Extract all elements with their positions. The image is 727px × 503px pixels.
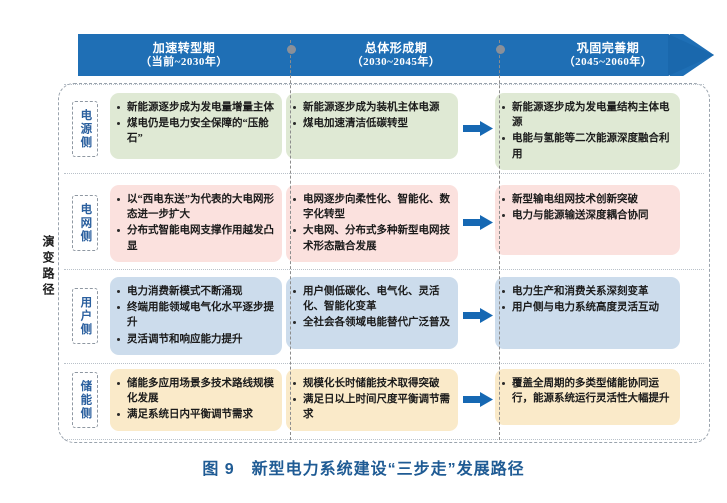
bullet-item: 用户侧低碳化、电气化、灵活化、智能化变革	[292, 284, 450, 314]
figure-caption: 图 9 新型电力系统建设“三步走”发展路径	[202, 461, 525, 478]
bullet-item: 灵活调节和响应能力提升	[116, 332, 274, 347]
matrix-row-1: 电源侧新能源逐步成为发电量增量主体煤电仍是电力安全保障的“压舱石”新能源逐步成为…	[58, 89, 710, 170]
bullet-item: 覆盖全周期的多类型储能协同运行，能源系统运行灵活性大幅提升	[501, 376, 672, 406]
cell-card-r4-c1: 储能多应用场景多技术路线规模化发展满足系统日内平衡调节需求	[110, 369, 282, 431]
bullet-item: 新能源逐步成为发电量结构主体电源	[501, 100, 672, 130]
bullet-item: 储能多应用场景多技术路线规模化发展	[116, 376, 274, 406]
bullet-item: 满足系统日内平衡调节需求	[116, 407, 274, 422]
phase-range: （2030~2045年）	[351, 55, 441, 68]
bullet-item: 用户侧与电力系统高度灵活互动	[501, 300, 672, 315]
matrix-row-4: 储能侧储能多应用场景多技术路线规模化发展满足系统日内平衡调节需求规模化长时储能技…	[58, 365, 710, 435]
cell-bullet-list: 新能源逐步成为发电量结构主体电源电能与氢能等二次能源深度融合利用	[501, 100, 672, 162]
row-separator-4	[64, 439, 704, 440]
cell-card-r1-c3: 新能源逐步成为发电量结构主体电源电能与氢能等二次能源深度融合利用	[495, 93, 680, 170]
side-label-4: 储能侧	[72, 372, 98, 428]
bullet-item: 大电网、分布式多种新型电网技术形态融合发展	[292, 223, 450, 253]
side-label-1: 电源侧	[72, 101, 98, 157]
bullet-item: 电能与氢能等二次能源深度融合利用	[501, 131, 672, 161]
cell-card-r3-c3: 电力生产和消费关系深刻变革用户侧与电力系统高度灵活互动	[495, 277, 680, 349]
cell-card-r1-c2: 新能源逐步成为装机主体电源煤电加速清洁低碳转型	[286, 93, 458, 159]
timeline-banner: 加速转型期（当前~2030年）总体形成期（2030~2045年）巩固完善期（20…	[78, 34, 714, 76]
bullet-item: 全社会各领域电能替代广泛普及	[292, 315, 450, 330]
arrow-right-icon	[463, 392, 493, 407]
bullet-item: 新能源逐步成为发电量增量主体	[116, 100, 274, 115]
bullet-item: 规模化长时储能技术取得突破	[292, 376, 450, 391]
cell-bullet-list: 新型输电组网技术创新突破电力与能源输送深度耦合协同	[501, 192, 672, 223]
bullet-item: 煤电加速清洁低碳转型	[292, 116, 450, 131]
arrow-right-icon	[463, 121, 493, 136]
arrow-right-icon	[463, 215, 493, 230]
bullet-item: 以“西电东送”为代表的大电网形态进一步扩大	[116, 192, 274, 222]
matrix-row-3: 用户侧电力消费新模式不断涌现终端用能领域电气化水平逐步提升灵活调节和响应能力提升…	[58, 273, 710, 359]
cell-card-r3-c1: 电力消费新模式不断涌现终端用能领域电气化水平逐步提升灵活调节和响应能力提升	[110, 277, 282, 355]
banner-arrow-shape	[78, 34, 714, 76]
cell-bullet-list: 储能多应用场景多技术路线规模化发展满足系统日内平衡调节需求	[116, 376, 274, 423]
cell-card-r4-c2: 规模化长时储能技术取得突破满足日以上时间尺度平衡调节需求	[286, 369, 458, 431]
row-separator-1	[64, 173, 704, 174]
phase-label-1: 加速转型期（当前~2030年）	[78, 34, 290, 76]
cell-bullet-list: 电力生产和消费关系深刻变革用户侧与电力系统高度灵活互动	[501, 284, 672, 315]
transition-arrow-r2-2	[463, 215, 493, 230]
bullet-item: 电力消费新模式不断涌现	[116, 284, 274, 299]
cell-card-r2-c3: 新型输电组网技术创新突破电力与能源输送深度耦合协同	[495, 185, 680, 255]
row-separator-top	[64, 84, 704, 85]
cell-bullet-list: 用户侧低碳化、电气化、灵活化、智能化变革全社会各领域电能替代广泛普及	[292, 284, 450, 331]
phase-label-2: 总体形成期（2030~2045年）	[290, 34, 502, 76]
side-label-3: 用户侧	[72, 288, 98, 344]
cell-card-r3-c2: 用户侧低碳化、电气化、灵活化、智能化变革全社会各领域电能替代广泛普及	[286, 277, 458, 349]
bullet-item: 新能源逐步成为装机主体电源	[292, 100, 450, 115]
bullet-item: 煤电仍是电力安全保障的“压舱石”	[116, 116, 274, 146]
phase-divider-dot	[496, 45, 505, 54]
transition-arrow-r3-2	[463, 308, 493, 323]
phase-name: 加速转型期	[152, 40, 216, 55]
bullet-item: 电力生产和消费关系深刻变革	[501, 284, 672, 299]
side-label-2: 电网侧	[72, 195, 98, 251]
matrix-rows: 电源侧新能源逐步成为发电量增量主体煤电仍是电力安全保障的“压舱石”新能源逐步成为…	[58, 83, 710, 443]
matrix-row-2: 电网侧以“西电东送”为代表的大电网形态进一步扩大分布式智能电网支撑作用越发凸显电…	[58, 181, 710, 265]
cell-bullet-list: 电力消费新模式不断涌现终端用能领域电气化水平逐步提升灵活调节和响应能力提升	[116, 284, 274, 347]
phase-label-3: 巩固完善期（2045~2060年）	[502, 34, 714, 76]
bullet-item: 新型输电组网技术创新突破	[501, 192, 672, 207]
phase-name: 巩固完善期	[576, 40, 640, 55]
cell-bullet-list: 覆盖全周期的多类型储能协同运行，能源系统运行灵活性大幅提升	[501, 376, 672, 406]
cell-bullet-list: 新能源逐步成为发电量增量主体煤电仍是电力安全保障的“压舱石”	[116, 100, 274, 147]
content-frame	[58, 83, 710, 443]
bullet-item: 电网逐步向柔性化、智能化、数字化转型	[292, 192, 450, 222]
phase-divider-1	[287, 40, 296, 440]
phase-range: （当前~2030年）	[140, 55, 228, 68]
cell-card-r2-c1: 以“西电东送”为代表的大电网形态进一步扩大分布式智能电网支撑作用越发凸显	[110, 185, 282, 262]
transition-arrow-r1-2	[463, 121, 493, 136]
row-separator-2	[64, 269, 704, 270]
cell-card-r4-c3: 覆盖全周期的多类型储能协同运行，能源系统运行灵活性大幅提升	[495, 369, 680, 425]
transition-arrow-r4-2	[463, 392, 493, 407]
row-separator-3	[64, 363, 704, 364]
bullet-item: 分布式智能电网支撑作用越发凸显	[116, 223, 274, 253]
phase-range: （2045~2060年）	[563, 55, 653, 68]
arrow-right-icon	[463, 308, 493, 323]
cell-card-r2-c2: 电网逐步向柔性化、智能化、数字化转型大电网、分布式多种新型电网技术形态融合发展	[286, 185, 458, 262]
phase-name: 总体形成期	[364, 40, 428, 55]
bullet-item: 终端用能领域电气化水平逐步提升	[116, 300, 274, 330]
cell-bullet-list: 电网逐步向柔性化、智能化、数字化转型大电网、分布式多种新型电网技术形态融合发展	[292, 192, 450, 254]
cell-bullet-list: 新能源逐步成为装机主体电源煤电加速清洁低碳转型	[292, 100, 450, 131]
bullet-item: 满足日以上时间尺度平衡调节需求	[292, 392, 450, 422]
phase-divider-2	[496, 40, 505, 440]
cell-card-r1-c1: 新能源逐步成为发电量增量主体煤电仍是电力安全保障的“压舱石”	[110, 93, 282, 159]
axis-label-evolution-path: 演变路径	[41, 235, 55, 299]
cell-bullet-list: 规模化长时储能技术取得突破满足日以上时间尺度平衡调节需求	[292, 376, 450, 423]
bullet-item: 电力与能源输送深度耦合协同	[501, 208, 672, 223]
phase-divider-dot	[287, 45, 296, 54]
cell-bullet-list: 以“西电东送”为代表的大电网形态进一步扩大分布式智能电网支撑作用越发凸显	[116, 192, 274, 254]
